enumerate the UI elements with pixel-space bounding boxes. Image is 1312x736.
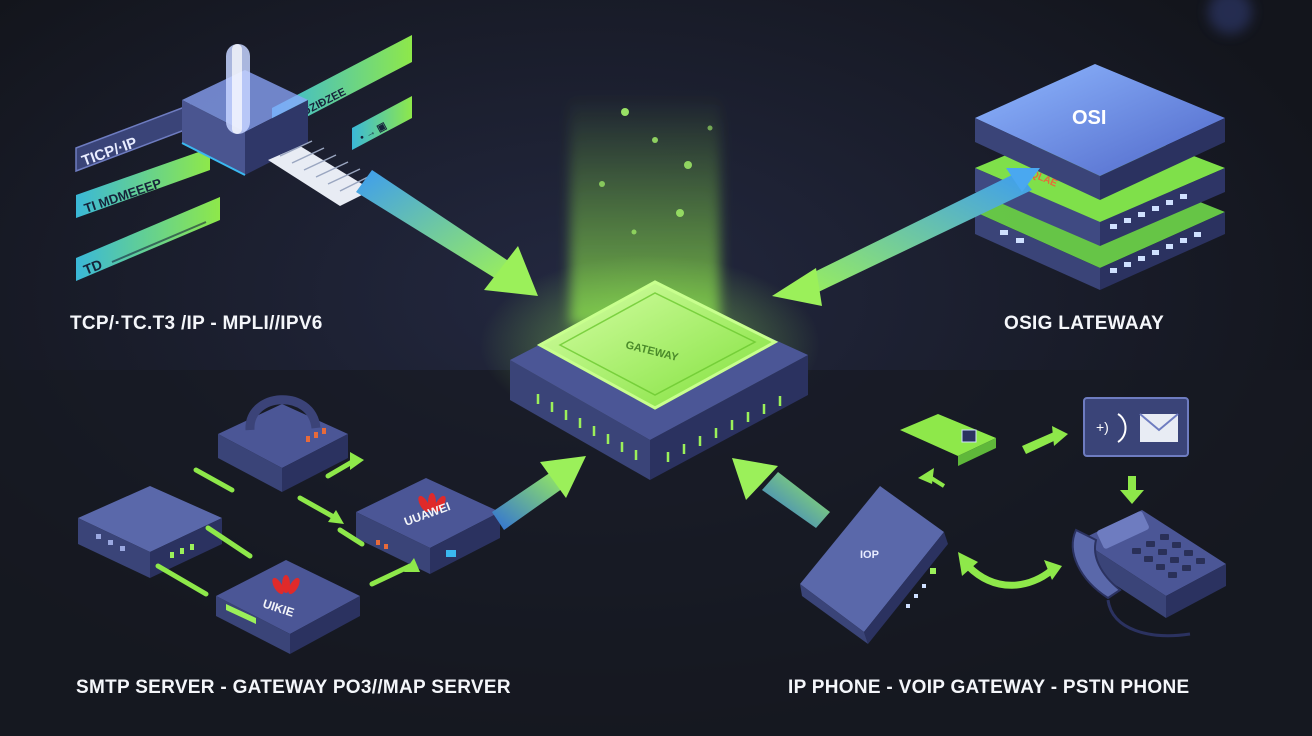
gateway-device: GATEWAY — [480, 95, 820, 480]
desk-phone-icon — [1071, 510, 1226, 638]
cluster-connectors — [155, 459, 413, 597]
fiber-cable — [268, 140, 372, 206]
envelope-icon — [1139, 413, 1179, 442]
caption-bottom-left: SMTP SERVER - GATEWAY PO3//MAP SERVER — [76, 677, 511, 698]
arrow-voip-to-gateway — [732, 458, 830, 528]
huawei-logo-bottom — [272, 575, 300, 595]
phone-keypad — [1132, 534, 1205, 578]
server-huawei-right: UUAWEI — [356, 478, 500, 574]
corner-glow — [1208, 0, 1252, 34]
protocol-tag-three: TD — [76, 197, 220, 281]
tcp-ip-cluster: TICP/·IP TI MDMEEEP TD → İ ƱZIĐZEE • → ▣ — [75, 35, 538, 296]
phone-handset — [1071, 528, 1122, 600]
server-cluster: UUAWEI UIKIE — [78, 395, 586, 654]
huawei-logo-right — [418, 493, 446, 513]
osi-stack: QLAE OSI — [772, 64, 1225, 306]
server-left — [78, 486, 222, 578]
voip-small-arrows — [918, 426, 1144, 504]
router-handle — [245, 395, 321, 431]
gateway-base-right — [650, 355, 808, 480]
gateway-vents — [536, 394, 782, 462]
tag-three-text: TD — [81, 256, 104, 278]
caption-bottom-right: IP PHONE - VOIP GATEWAY - PSTN PHONE — [788, 677, 1190, 698]
osi-layer-top: OSI — [975, 64, 1225, 200]
caption-top-right: OSIG LATEWAAY — [1004, 313, 1165, 334]
media-gateway-box: +) — [1083, 397, 1189, 457]
cluster-arrowheads — [328, 452, 420, 572]
arrow-osi-to-gateway — [772, 168, 1040, 306]
voip-cluster: +) IOP — [732, 397, 1226, 644]
sound-wave-icon: +) — [1096, 413, 1127, 443]
gateway-pad-inner — [558, 292, 757, 396]
caption-top-left: TCP/·TC.T3 /IP - MPLI//IPV6 — [70, 313, 323, 334]
voip-gateway-box: IOP — [800, 486, 948, 644]
osi-label: OSI — [1072, 107, 1106, 129]
router-device-top — [181, 44, 308, 176]
svg-text:+): +) — [1096, 419, 1109, 435]
voip-box-label: IOP — [860, 549, 879, 561]
arrow-phone-exchange — [958, 552, 1062, 589]
arrow-tcp-to-gateway — [356, 170, 538, 296]
gateway-pad — [536, 280, 779, 410]
arrow-cluster-to-gateway — [492, 456, 586, 530]
phone-cord — [1106, 599, 1191, 638]
router-handle-device — [218, 395, 348, 492]
server-huawei-bottom: UIKIE — [216, 560, 360, 654]
usb-dongle — [900, 414, 996, 466]
glow-particles — [599, 108, 713, 235]
